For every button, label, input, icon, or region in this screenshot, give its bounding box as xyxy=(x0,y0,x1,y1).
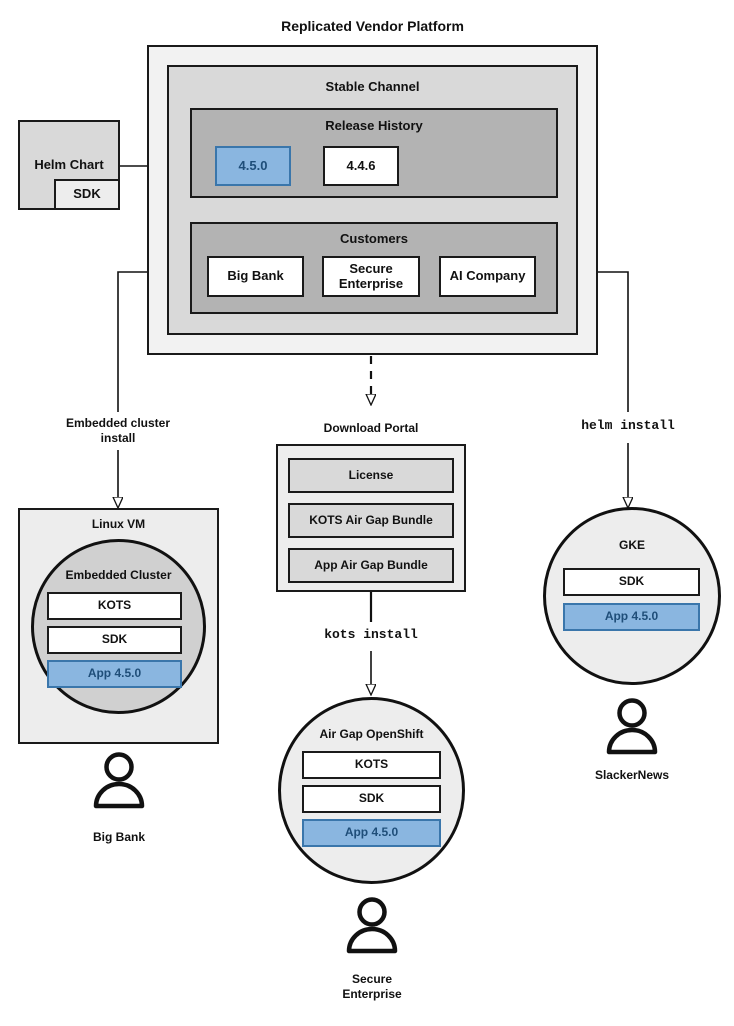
avatar-secure-enterprise xyxy=(346,897,398,954)
gke-label: GKE xyxy=(618,538,645,552)
air-gap-openshift-component-sdk[interactable]: SDK xyxy=(302,785,441,813)
linux-vm-component-sdk[interactable]: SDK xyxy=(47,626,182,654)
download-portal-item-kots-air-gap-bundle[interactable]: KOTS Air Gap Bundle xyxy=(288,503,454,538)
gke-circle xyxy=(543,507,721,685)
avatar-slackernews xyxy=(606,698,658,755)
avatar-label-secure-enterprise: Secure Enterprise xyxy=(297,972,447,1002)
air-gap-openshift-label: Air Gap OpenShift xyxy=(319,727,424,741)
flow-label-embedded-line1: Embedded cluster xyxy=(65,416,171,430)
customer-secure-enterprise-line2: Enterprise xyxy=(338,275,404,291)
customer-secure-enterprise[interactable]: Secure Enterprise xyxy=(322,256,420,297)
helm-chart-sdk-box[interactable]: SDK xyxy=(54,179,120,210)
linux-vm-component-app[interactable]: App 4.5.0 xyxy=(47,660,182,688)
stable-channel-label: Stable Channel xyxy=(325,79,420,94)
flow-label-kots-install: kots install xyxy=(324,627,418,642)
avatar-label-secure-enterprise-line1: Secure xyxy=(351,972,393,986)
release-item-450[interactable]: 4.5.0 xyxy=(215,146,291,186)
avatar-label-slackernews: SlackerNews xyxy=(594,768,670,782)
customer-big-bank[interactable]: Big Bank xyxy=(207,256,304,297)
download-portal-item-app-air-gap-bundle[interactable]: App Air Gap Bundle xyxy=(288,548,454,583)
avatar-big-bank xyxy=(93,752,145,809)
customer-ai-company[interactable]: AI Company xyxy=(439,256,536,297)
linux-vm-label: Linux VM xyxy=(91,517,146,531)
gke-component-app[interactable]: App 4.5.0 xyxy=(563,603,700,631)
customer-secure-enterprise-line1: Secure xyxy=(349,260,393,276)
linux-vm-component-kots[interactable]: KOTS xyxy=(47,592,182,620)
flow-label-embedded-line2: install xyxy=(100,431,136,445)
air-gap-openshift-component-kots[interactable]: KOTS xyxy=(302,751,441,779)
page-title: Replicated Vendor Platform xyxy=(281,18,464,34)
avatar-label-big-bank: Big Bank xyxy=(92,830,145,844)
flow-label-helm-install: helm install xyxy=(581,418,675,433)
gke-component-sdk[interactable]: SDK xyxy=(563,568,700,596)
release-history-label: Release History xyxy=(325,118,423,133)
embedded-cluster-label: Embedded Cluster xyxy=(65,568,172,582)
air-gap-openshift-component-app[interactable]: App 4.5.0 xyxy=(302,819,441,847)
download-portal-item-license[interactable]: License xyxy=(288,458,454,493)
customers-label: Customers xyxy=(340,231,408,246)
avatar-label-secure-enterprise-line2: Enterprise xyxy=(342,987,402,1001)
download-portal-title: Download Portal xyxy=(323,421,419,435)
release-item-446[interactable]: 4.4.6 xyxy=(323,146,399,186)
flow-label-embedded-cluster-install: Embedded cluster install xyxy=(43,416,193,446)
